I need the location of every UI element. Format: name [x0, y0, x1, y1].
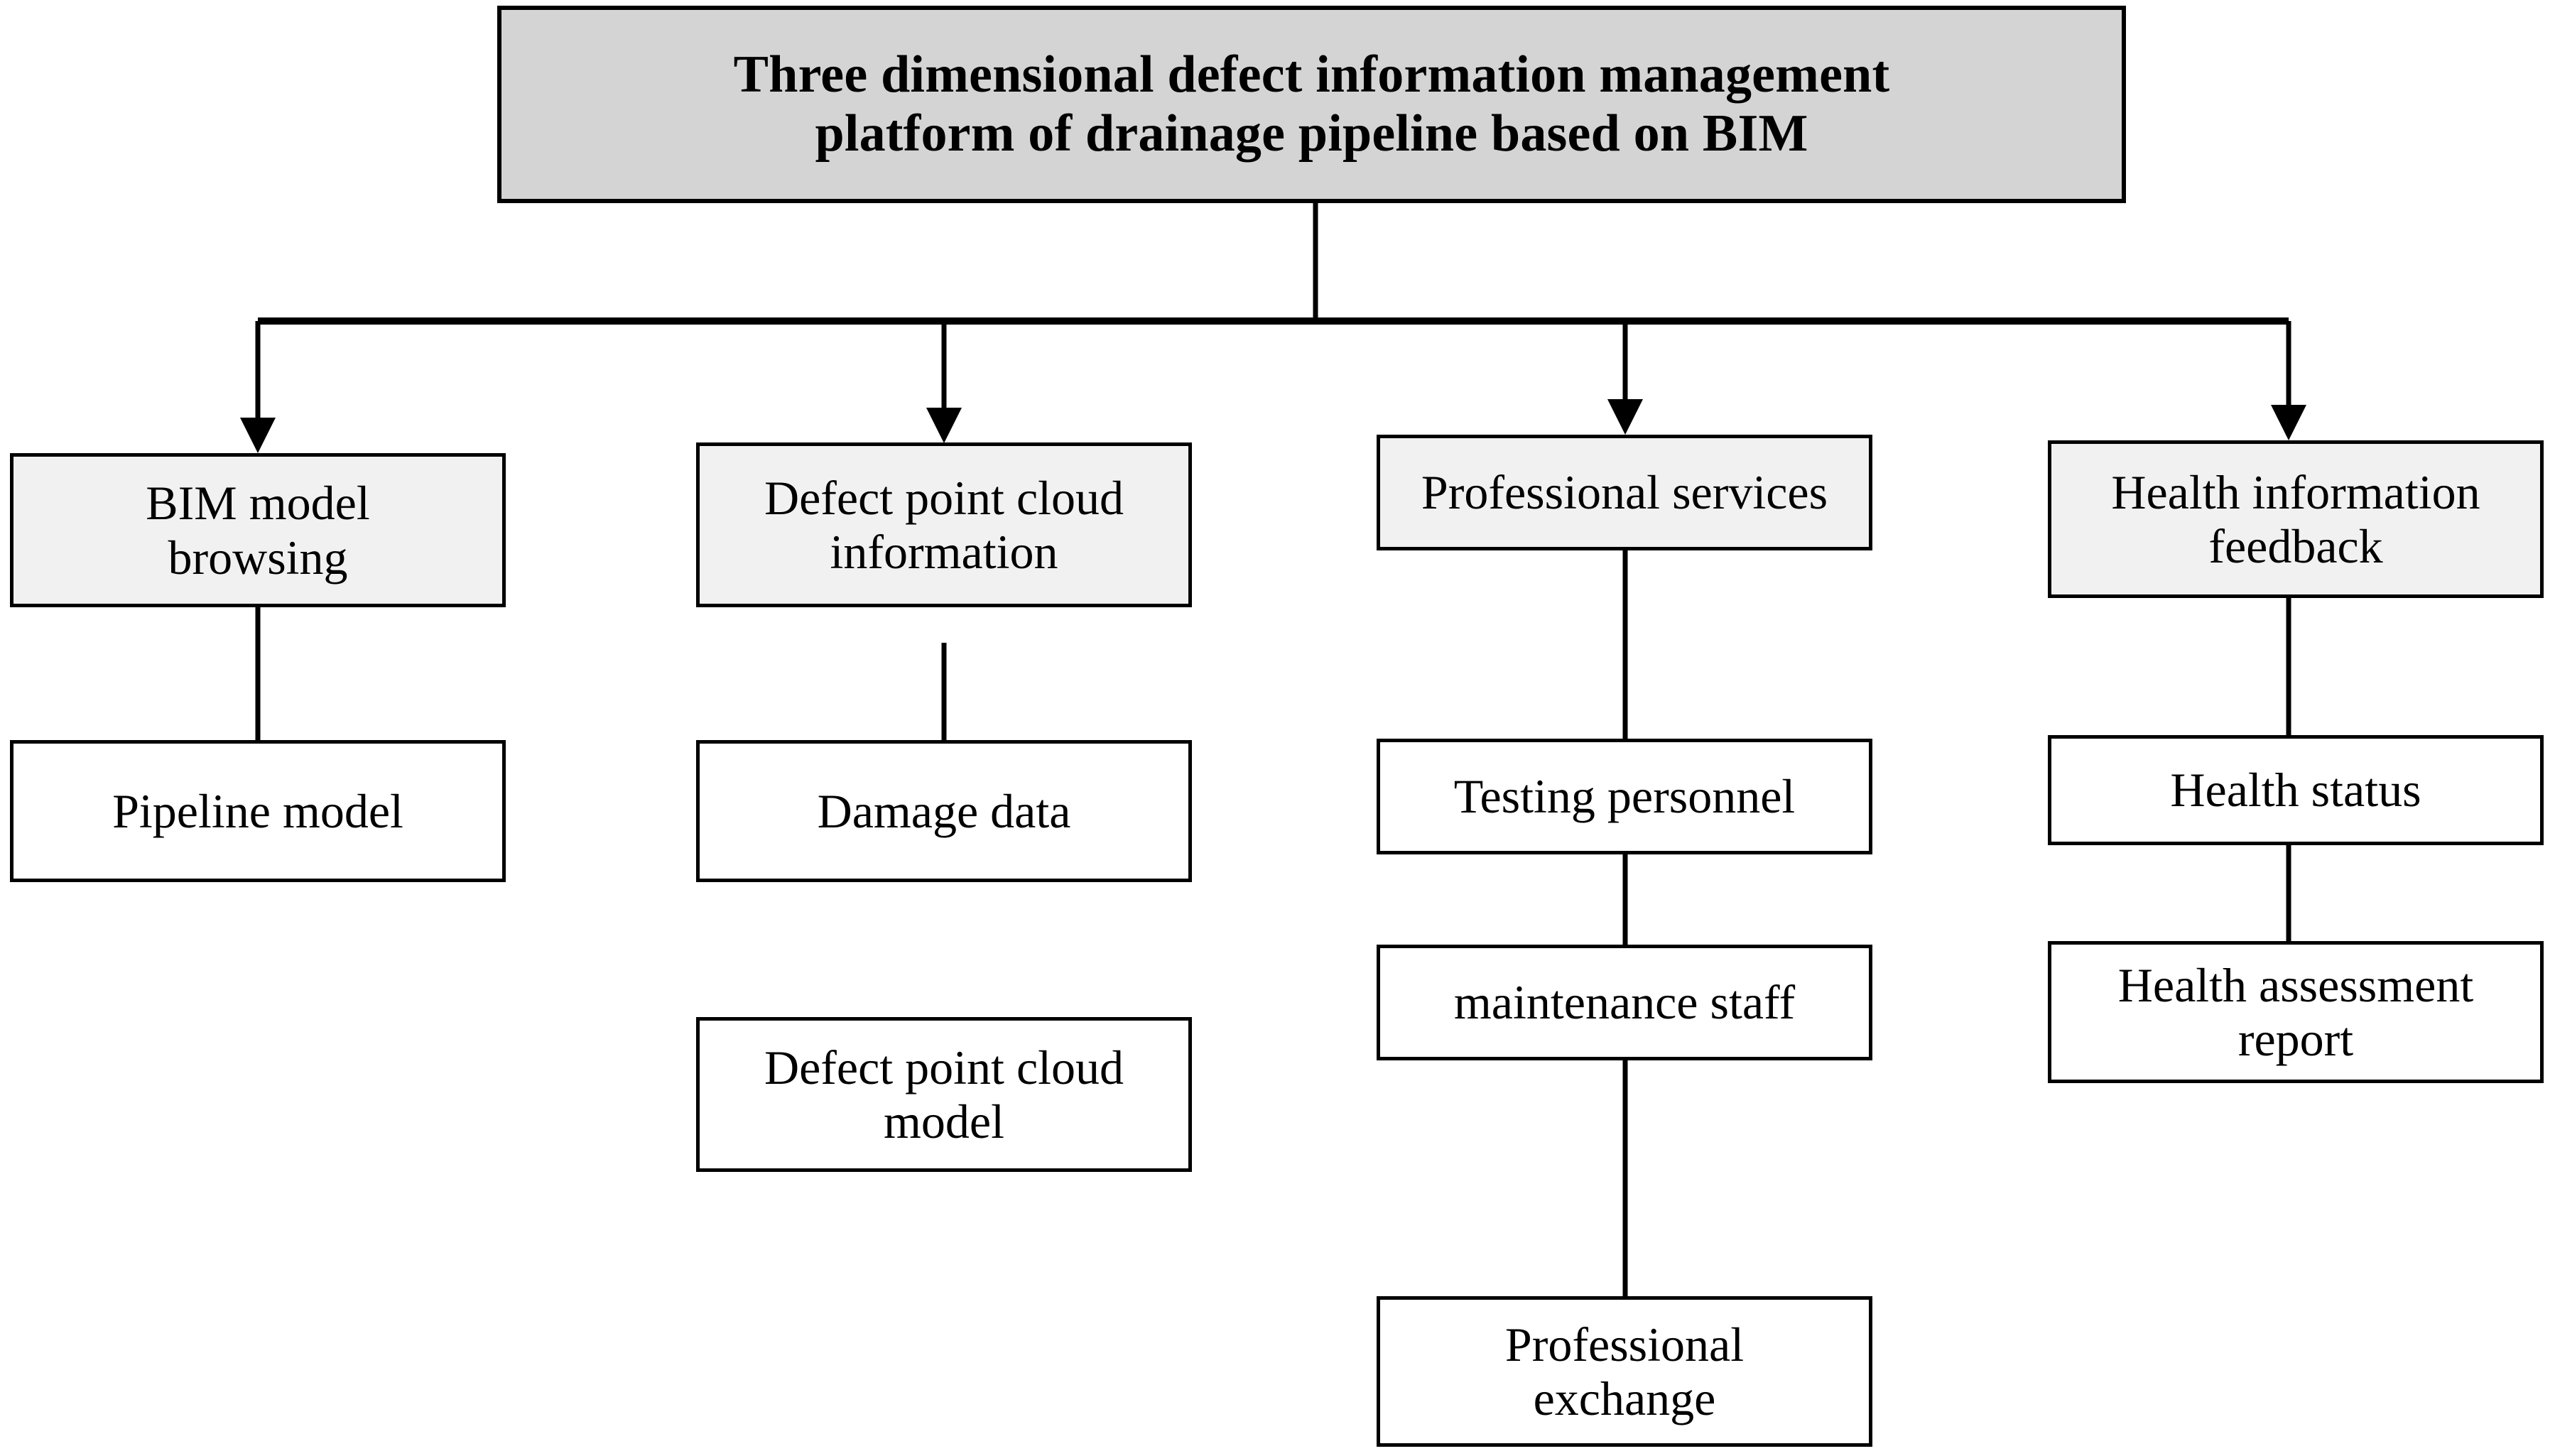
node-branch-2-child-2[interactable]: Defect point cloud model [696, 1017, 1192, 1172]
node-root-label: Three dimensional defect information man… [733, 45, 1890, 163]
arrowhead-branch-1 [240, 418, 276, 453]
arrowhead-branch-2 [926, 408, 962, 443]
node-branch-4-label: Health information feedback [2111, 464, 2480, 573]
node-branch-4-child-1-label: Health status [2170, 763, 2421, 817]
node-branch-1[interactable]: BIM model browsing [10, 453, 506, 607]
node-branch-1-child-1[interactable]: Pipeline model [10, 740, 506, 882]
node-branch-3-child-2-label: maintenance staff [1453, 975, 1796, 1030]
node-root[interactable]: Three dimensional defect information man… [497, 6, 2126, 203]
node-branch-2-child-1[interactable]: Damage data [696, 740, 1192, 882]
node-branch-1-label: BIM model browsing [146, 476, 370, 585]
arrowhead-branch-3 [1607, 399, 1643, 435]
node-branch-1-child-1-label: Pipeline model [112, 783, 403, 838]
node-branch-4[interactable]: Health information feedback [2048, 440, 2544, 598]
node-branch-2-child-1-label: Damage data [817, 783, 1071, 838]
node-branch-4-child-2-label: Health assessment report [2117, 957, 2474, 1066]
node-branch-3-child-1[interactable]: Testing personnel [1377, 739, 1872, 854]
node-branch-4-child-1[interactable]: Health status [2048, 735, 2544, 845]
arrowhead-branch-4 [2271, 405, 2306, 440]
node-branch-3-child-3-label: Professional exchange [1504, 1317, 1745, 1425]
node-branch-3-child-2[interactable]: maintenance staff [1377, 945, 1872, 1060]
node-branch-3-child-3[interactable]: Professional exchange [1377, 1296, 1872, 1447]
node-branch-3[interactable]: Professional services [1377, 435, 1872, 550]
node-branch-2-label: Defect point cloud information [764, 470, 1124, 579]
node-branch-2[interactable]: Defect point cloud information [696, 442, 1192, 607]
node-branch-3-child-1-label: Testing personnel [1453, 769, 1796, 824]
node-branch-3-label: Professional services [1421, 465, 1828, 520]
node-branch-4-child-2[interactable]: Health assessment report [2048, 941, 2544, 1083]
node-branch-2-child-2-label: Defect point cloud model [764, 1040, 1124, 1148]
